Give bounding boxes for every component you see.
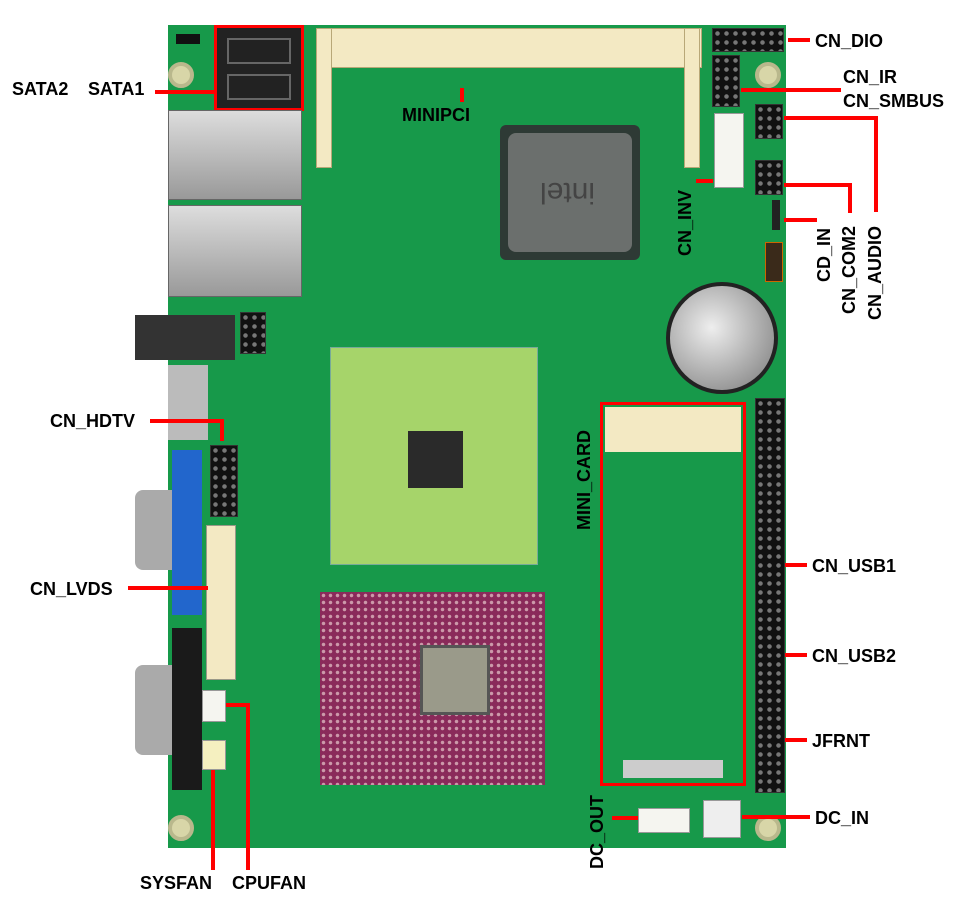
cpu-package [330, 347, 538, 565]
jumper [765, 242, 783, 282]
label-cn-lvds: CN_LVDS [30, 579, 113, 599]
cpu-die [408, 431, 463, 488]
mounting-hole [755, 62, 781, 88]
cn-ir-header [712, 55, 740, 107]
usb-port [168, 365, 208, 440]
jumper [176, 34, 200, 44]
cn-hdtv-header [210, 445, 238, 517]
cn-com2-header [755, 160, 783, 195]
label-dc-in: DC_IN [815, 808, 870, 828]
label-cn-ir: CN_IR [843, 67, 898, 87]
label-cn-usb1: CN_USB1 [812, 556, 897, 576]
cpufan-connector [202, 690, 226, 722]
cn-audio-header [755, 104, 783, 139]
cn-lvds-connector [206, 525, 236, 680]
cn-inv-connector [714, 113, 744, 188]
dc-in-connector [703, 800, 741, 838]
vga-connector [172, 450, 202, 615]
lan-port [168, 205, 302, 297]
mini-card-slot [600, 402, 746, 786]
label-cn-usb2: CN_USB2 [812, 646, 897, 666]
label-cn-hdtv: CN_HDTV [50, 411, 136, 431]
label-cd-in: CD_IN [814, 228, 834, 283]
label-cn-audio: CN_AUDIO [865, 226, 885, 321]
label-sata1: SATA1 [88, 79, 145, 99]
chipset: intel [500, 125, 640, 260]
minipci-slot [316, 28, 702, 68]
jumper-header [240, 312, 266, 354]
label-minipci: MINIPCI [402, 105, 471, 125]
sysfan-connector [202, 740, 226, 770]
label-cn-dio: CN_DIO [815, 31, 884, 51]
label-dc-out: DC_OUT [587, 795, 607, 870]
mounting-hole [168, 815, 194, 841]
label-mini-card: MINI_CARD [574, 430, 594, 531]
cd-in-connector [772, 200, 780, 230]
battery [666, 282, 778, 394]
label-cn-inv: CN_INV [675, 190, 695, 257]
label-sysfan: SYSFAN [140, 873, 213, 893]
sata-connectors [214, 25, 304, 111]
dc-out-connector [638, 808, 690, 833]
label-jfrnt: JFRNT [812, 731, 870, 751]
audio-jack [135, 315, 235, 360]
com-connector [172, 628, 202, 790]
label-cn-com2: CN_COM2 [839, 226, 859, 315]
lan-port [168, 110, 302, 200]
label-cpufan: CPUFAN [232, 873, 307, 893]
right-headers [755, 398, 785, 793]
cn-dio-header [712, 28, 784, 52]
mounting-hole [168, 62, 194, 88]
label-sata2: SATA2 [12, 79, 69, 99]
intel-logo: intel [540, 176, 596, 209]
cpu-socket [320, 592, 545, 785]
label-cn-smbus: CN_SMBUS [843, 91, 945, 111]
